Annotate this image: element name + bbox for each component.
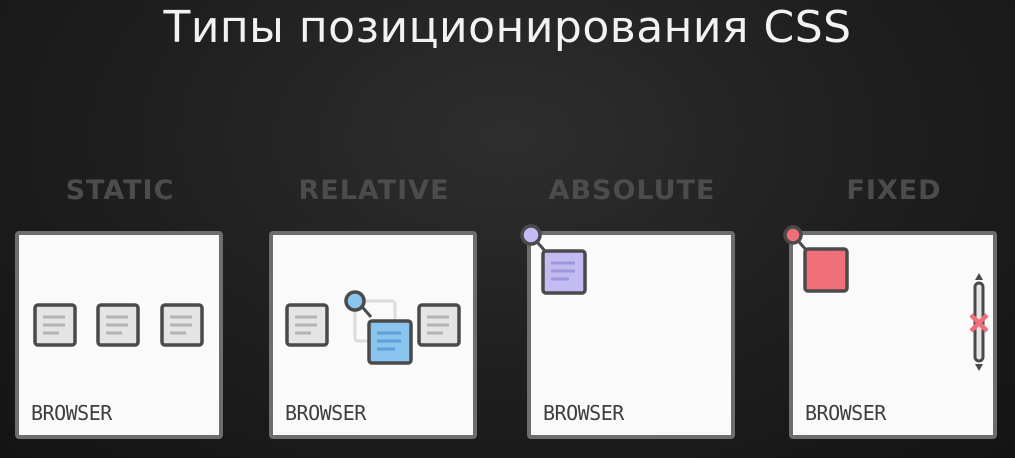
fixed-label: FIXED — [846, 175, 942, 206]
relative-anchor-dot — [344, 290, 366, 312]
static-browser-label: BROWSER — [31, 401, 112, 425]
relative-offset-box — [367, 319, 413, 365]
static-diagram — [33, 303, 204, 347]
relative-browser-panel: BROWSER — [269, 231, 477, 439]
fixed-browser-label: BROWSER — [805, 401, 886, 425]
relative-label: RELATIVE — [298, 175, 450, 206]
static-label: STATIC — [65, 175, 175, 206]
relative-box-3 — [417, 303, 461, 347]
relative-box-1 — [285, 303, 329, 347]
static-box-3 — [160, 303, 204, 347]
absolute-browser-panel: BROWSER — [520, 224, 735, 439]
fixed-box — [803, 247, 849, 293]
slide-title: Типы позиционирования CSS — [163, 2, 852, 53]
relative-diagram — [285, 290, 461, 365]
fixed-anchor-dot — [783, 225, 803, 245]
scrollbar-icon — [969, 273, 989, 371]
static-browser-panel: BROWSER — [15, 231, 223, 439]
absolute-anchor-dot — [520, 224, 542, 246]
absolute-box — [541, 249, 587, 295]
relative-browser-label: BROWSER — [285, 401, 366, 425]
absolute-label: ABSOLUTE — [548, 175, 716, 206]
static-box-1 — [33, 303, 77, 347]
static-box-2 — [96, 303, 140, 347]
fixed-diagram — [783, 225, 989, 371]
absolute-browser-label: BROWSER — [543, 401, 624, 425]
absolute-diagram — [520, 224, 587, 295]
fixed-browser-panel: BROWSER — [783, 225, 997, 439]
